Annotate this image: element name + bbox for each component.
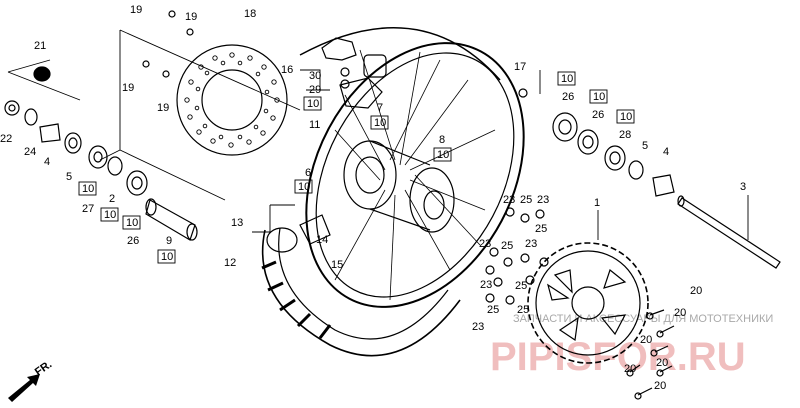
callout-22: 22 [0,133,12,145]
callout-23: 23 [537,194,549,206]
tire-and-tube [261,214,461,357]
callout-3: 3 [740,181,746,193]
rear-sprocket [527,242,649,364]
callout-25: 25 [535,223,547,235]
callout-labels: 19 19 18 21 19 19 16 30 29 10 11 7 10 8 … [0,4,746,392]
callout-10: 10 [298,181,310,193]
disc-bolts [142,10,194,78]
callout-10: 10 [620,111,632,123]
callout-23: 23 [479,238,491,250]
callout-20: 20 [674,307,686,319]
callout-26: 26 [562,91,574,103]
callout-25: 25 [487,304,499,316]
callout-23: 23 [480,279,492,291]
callout-1: 1 [594,197,600,209]
callout-20: 20 [640,334,652,346]
sprocket-bolts [626,309,675,400]
brand-watermark: PIPISFOR.RU [490,335,746,379]
callout-26: 26 [592,109,604,121]
callout-10: 10 [437,149,449,161]
callout-2: 2 [109,193,115,205]
callout-19: 19 [122,82,134,94]
callout-12: 12 [224,257,236,269]
callout-18: 18 [244,8,256,20]
callout-28: 28 [619,129,631,141]
callout-23: 23 [472,321,484,333]
callout-10: 10 [307,98,319,110]
callout-9: 9 [166,235,172,247]
callout-21: 21 [34,40,46,52]
callout-10: 10 [374,117,386,129]
left-hub-parts [4,66,198,241]
callout-6: 6 [305,167,311,179]
callout-25: 25 [515,280,527,292]
sprocket-nuts [485,207,549,305]
callout-4: 4 [663,146,669,158]
callout-15: 15 [331,259,343,271]
callout-26: 26 [127,235,139,247]
callout-14: 14 [316,234,328,246]
callout-16: 16 [281,64,293,76]
callout-19: 19 [157,102,169,114]
caliper-bracket [321,37,387,109]
callout-20: 20 [624,363,636,375]
callout-5: 5 [66,171,72,183]
callout-25: 25 [520,194,532,206]
callout-10: 10 [593,91,605,103]
callout-13: 13 [231,217,243,229]
brake-disc [176,44,288,156]
callout-25: 25 [501,240,513,252]
callout-17: 17 [514,61,526,73]
callout-30: 30 [309,70,321,82]
callout-23: 23 [503,194,515,206]
callout-25: 25 [517,304,529,316]
callout-23: 23 [525,238,537,250]
callout-19: 19 [130,4,142,16]
callout-10: 10 [561,73,573,85]
boxed-callout-frames [78,71,635,264]
callout-20: 20 [656,357,668,369]
callout-24: 24 [24,146,36,158]
callout-29: 29 [309,84,321,96]
rear-wheel [299,27,525,308]
callout-20: 20 [690,285,702,297]
callout-11: 11 [309,119,320,131]
callout-brackets [7,29,749,240]
callout-4: 4 [44,156,50,168]
callout-7: 7 [377,102,383,114]
callout-20: 20 [654,380,666,392]
callout-10: 10 [126,217,138,229]
callout-19: 19 [185,11,197,23]
callout-10: 10 [104,209,116,221]
callout-10: 10 [161,251,173,263]
callout-10: 10 [82,183,94,195]
right-hub-parts [518,88,781,269]
callout-27: 27 [82,203,94,215]
front-direction-arrow: FR. [8,358,54,402]
callout-8: 8 [439,134,445,146]
watermark-text: ЗАПЧАСТИ И АКСЕССУАРЫ ДЛЯ МОТОТЕХНИКИ [513,313,773,325]
callout-5: 5 [642,140,648,152]
